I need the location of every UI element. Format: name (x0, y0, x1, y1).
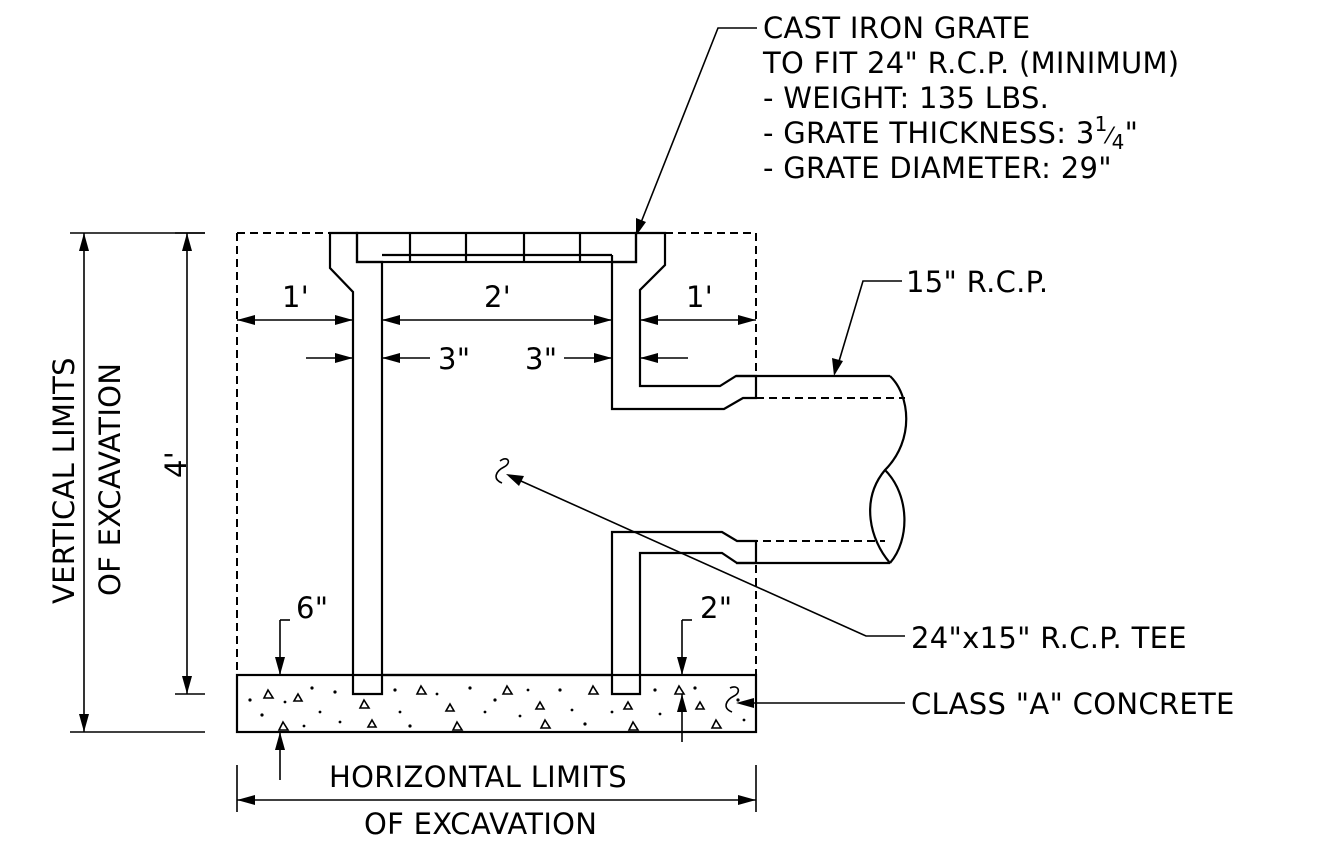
concrete-label: CLASS "A" CONCRETE (725, 686, 1235, 721)
grate-note-line-4: - GRATE THICKNESS: 31⁄4" (763, 112, 1138, 154)
grate-note-line-2: TO FIT 24" R.C.P. (MINIMUM) (762, 46, 1179, 80)
grate-note-line-1: CAST IRON GRATE (763, 11, 1030, 45)
horizontal-limits-line-2: OF EXCAVATION (364, 807, 597, 841)
dim-base-thickness: 6" (296, 591, 328, 625)
horizontal-limits-line-1: HORIZONTAL LIMITS (329, 760, 627, 794)
dim-height: 4' (159, 451, 193, 478)
tee-label-text: 24"x15" R.C.P. TEE (911, 621, 1187, 655)
concrete-base (235, 673, 758, 734)
excavation-limits (236, 232, 757, 676)
dim-right-clear: 1' (686, 280, 713, 314)
vertical-limits-line-2: OF EXCAVATION (93, 363, 127, 596)
grate-note-line-3: - WEIGHT: 135 LBS. (763, 81, 1049, 115)
dim-under-tee: 2" (700, 591, 732, 625)
branch-pipe-15in (736, 374, 908, 565)
pipe-15-label: 15" R.C.P. (832, 265, 1048, 376)
dim-right-wall: 3" (525, 342, 557, 376)
vertical-limits-line-1: VERTICAL LIMITS (47, 357, 81, 604)
pipe-15-label-text: 15" R.C.P. (906, 265, 1048, 299)
dimension-lines: 1' 2' 1' 3" 3" 4' VE (47, 232, 757, 841)
dim-inner-width: 2' (484, 280, 511, 314)
cast-iron-grate (355, 231, 638, 264)
concrete-label-text: CLASS "A" CONCRETE (911, 687, 1235, 721)
dim-left-clear: 1' (282, 280, 309, 314)
dim-left-wall: 3" (438, 342, 470, 376)
grate-note-line-5: - GRATE DIAMETER: 29" (763, 151, 1112, 185)
grate-note: CAST IRON GRATE TO FIT 24" R.C.P. (MINIM… (636, 11, 1179, 236)
tee-label: 24"x15" R.C.P. TEE (495, 458, 1187, 655)
